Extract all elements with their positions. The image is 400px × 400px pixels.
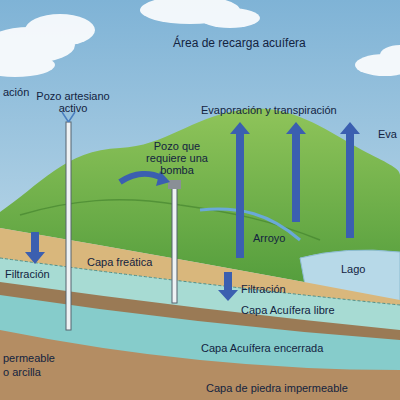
label-text: ación — [2, 86, 30, 98]
flow-arrows — [25, 122, 360, 301]
label-text: Área de recarga acuífera — [172, 36, 307, 50]
label-text: Capa freática — [86, 256, 153, 268]
label-text: Filtración — [240, 283, 287, 295]
soil-layer — [0, 228, 400, 400]
unconfined-aquifer — [0, 258, 400, 400]
label-text: Arroyo — [252, 232, 286, 244]
clouds — [0, 0, 400, 77]
label-text: Pozo artesiano activo — [26, 90, 120, 114]
label-text: permeable — [2, 352, 56, 364]
confined-aquifer — [0, 295, 400, 400]
clay-layer — [0, 282, 400, 400]
label-text: o arcilla — [2, 366, 42, 378]
pump-well — [168, 180, 181, 303]
label-text: Lago — [340, 263, 366, 275]
impermeable-rock — [0, 330, 400, 400]
label-text: Capa Acuífera encerrada — [200, 342, 324, 354]
artesian-well — [62, 112, 75, 330]
label-text: Filtración — [4, 268, 51, 280]
label-text: Evaporación y transpiración — [200, 104, 338, 116]
label-text: Eva — [377, 128, 398, 140]
label-text: Capa de piedra impermeable — [205, 382, 349, 394]
label-text: Capa Acuífera libre — [240, 304, 336, 316]
water-table-line — [0, 258, 400, 305]
label-text: Pozo que requiere una bomba — [145, 140, 209, 176]
